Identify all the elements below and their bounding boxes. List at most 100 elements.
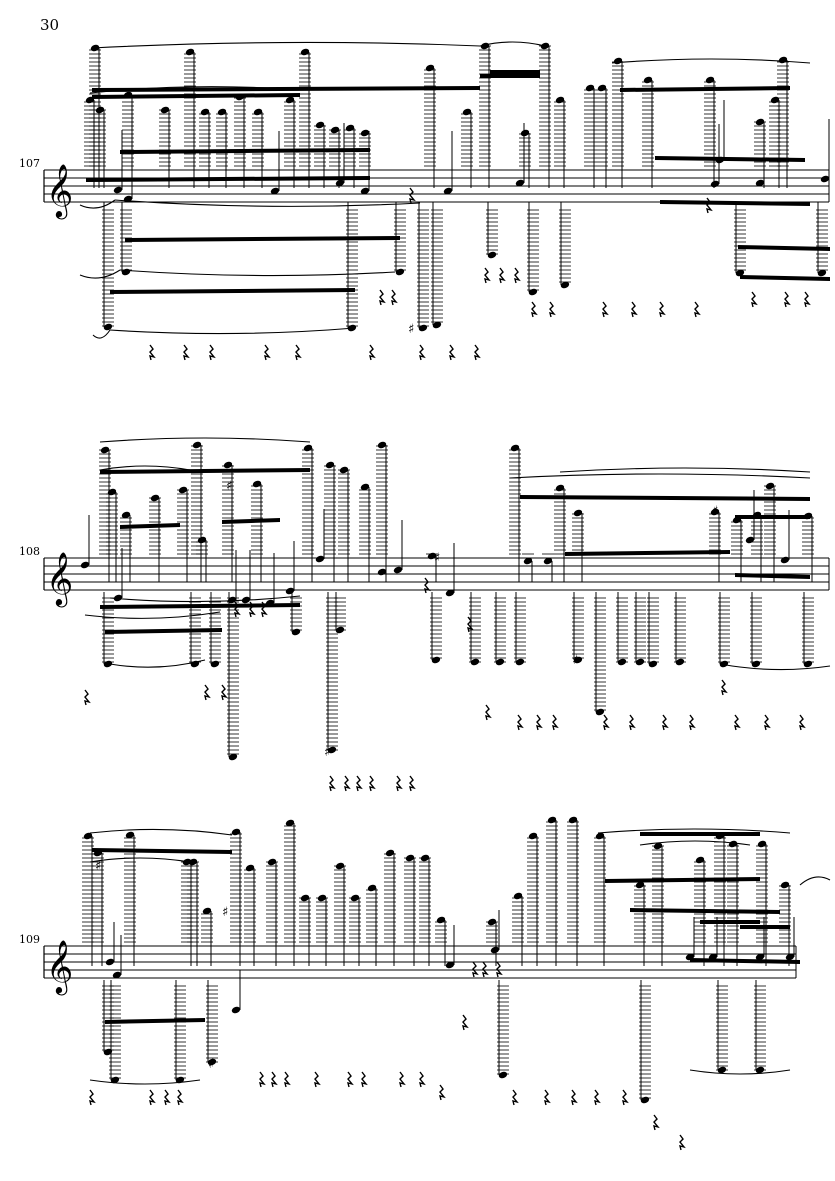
quarter-rest — [694, 301, 701, 318]
tie-slur — [689, 1069, 791, 1075]
tie-slur — [84, 611, 221, 619]
notehead — [325, 461, 335, 469]
sharp-sign: ♯ — [324, 745, 330, 760]
sharp-sign: ♯ — [208, 1057, 214, 1072]
tie-slur — [109, 327, 356, 335]
quarter-rest — [261, 601, 268, 618]
tie-slur — [597, 828, 791, 834]
quarter-rest — [204, 684, 211, 701]
notehead — [573, 509, 583, 517]
sharp-sign: ♯ — [95, 859, 101, 874]
quarter-rest — [474, 344, 481, 361]
tie-slur — [114, 199, 421, 207]
quarter-rest — [485, 704, 492, 721]
quarter-rest — [449, 344, 456, 361]
notehead — [735, 269, 745, 277]
quarter-rest — [472, 961, 479, 978]
notehead — [123, 91, 133, 99]
notehead — [113, 186, 123, 194]
notehead — [285, 819, 295, 827]
sharp-sign: ♯ — [408, 322, 414, 337]
quarter-rest — [679, 1134, 686, 1151]
quarter-rest — [512, 1089, 519, 1106]
beam — [655, 156, 805, 162]
notehead — [752, 511, 762, 519]
quarter-rest — [594, 1089, 601, 1106]
notehead — [613, 57, 623, 65]
beam — [222, 518, 280, 524]
beam — [100, 468, 310, 474]
quarter-rest — [496, 961, 503, 978]
beam — [125, 236, 400, 242]
notehead — [560, 281, 570, 289]
sharp-sign: ♯ — [712, 504, 718, 519]
quarter-rest — [391, 289, 398, 306]
beam — [640, 832, 760, 836]
quarter-rest — [517, 714, 524, 731]
quarter-rest — [347, 1071, 354, 1088]
beam — [105, 628, 222, 634]
beam — [630, 908, 780, 914]
notehead — [498, 1071, 508, 1079]
beam — [660, 200, 810, 206]
tie-slur — [119, 269, 396, 277]
notehead — [785, 953, 795, 961]
quarter-rest — [249, 601, 256, 618]
quarter-rest — [659, 301, 666, 318]
notehead — [335, 179, 345, 187]
beam — [690, 958, 800, 964]
sharp-sign: ♯ — [434, 551, 440, 566]
quarter-rest — [84, 689, 91, 706]
notehead — [445, 589, 455, 597]
quarter-rest — [571, 1089, 578, 1106]
notehead — [360, 129, 370, 137]
quarter-rest — [603, 714, 610, 731]
quarter-rest — [399, 1071, 406, 1088]
notehead — [235, 93, 245, 101]
tie-slur — [509, 473, 811, 479]
quarter-rest — [544, 1089, 551, 1106]
quarter-rest — [662, 714, 669, 731]
measure-number: 109 — [19, 933, 40, 946]
tie-slur — [79, 269, 121, 279]
sharp-sign: ♯ — [222, 905, 228, 920]
quarter-rest — [149, 1089, 156, 1106]
quarter-rest — [344, 775, 351, 792]
quarter-rest — [721, 679, 728, 696]
notehead — [377, 568, 387, 576]
notehead — [780, 556, 790, 564]
quarter-rest — [439, 1084, 446, 1101]
quarter-rest — [409, 775, 416, 792]
quarter-rest — [149, 344, 156, 361]
notehead — [112, 971, 122, 979]
notehead — [520, 129, 530, 137]
quarter-rest — [271, 1071, 278, 1088]
beam — [92, 848, 232, 854]
quarter-rest — [462, 1014, 469, 1031]
tie-slur — [719, 663, 831, 671]
tie-slur — [91, 41, 481, 49]
quarter-rest — [629, 714, 636, 731]
quarter-rest — [549, 301, 556, 318]
notehead — [745, 536, 755, 544]
quarter-rest — [409, 187, 416, 204]
notehead — [443, 187, 453, 195]
quarter-rest — [482, 961, 489, 978]
notehead — [80, 561, 90, 569]
notehead — [487, 251, 497, 259]
tie-slur — [799, 876, 831, 886]
quarter-rest — [631, 301, 638, 318]
notehead — [393, 566, 403, 574]
beam — [565, 550, 730, 556]
notehead — [93, 849, 103, 857]
tie-slur — [89, 828, 233, 836]
notehead — [360, 187, 370, 195]
tie-slur — [559, 467, 811, 473]
quarter-rest — [259, 1071, 266, 1088]
quarter-rest — [536, 714, 543, 731]
notehead — [228, 753, 238, 761]
quarter-rest — [552, 714, 559, 731]
quarter-rest — [653, 1114, 660, 1131]
notehead — [385, 849, 395, 857]
quarter-rest — [369, 775, 376, 792]
